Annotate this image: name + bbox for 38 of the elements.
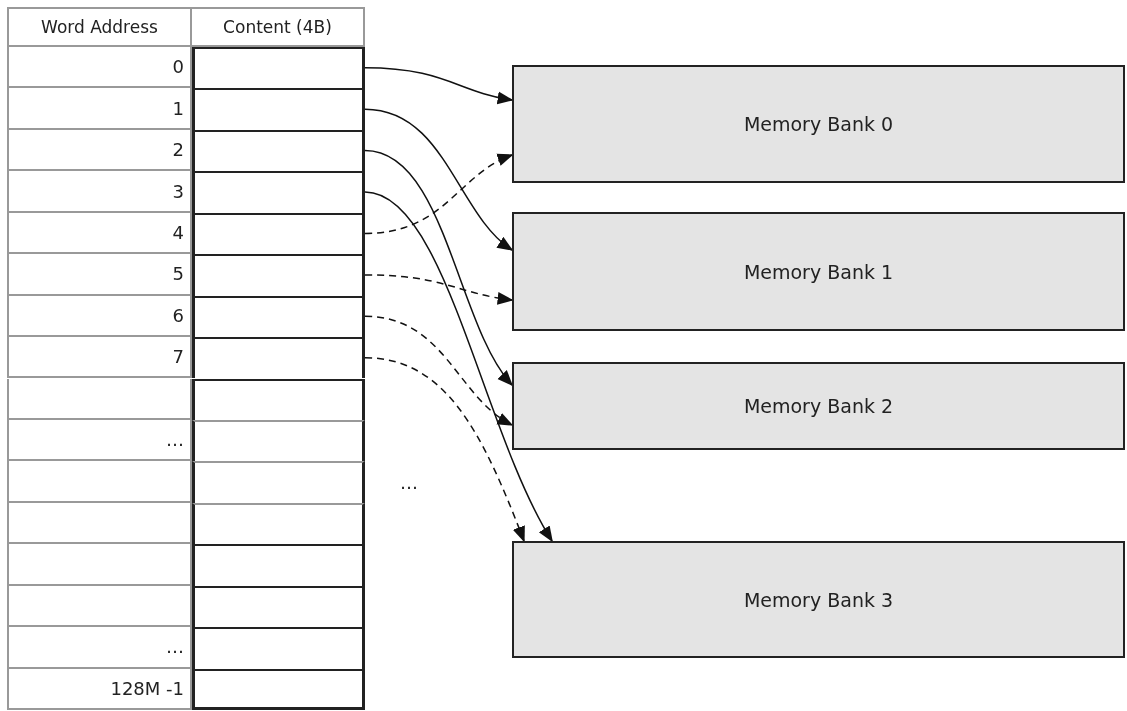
arrow <box>364 357 525 543</box>
arrow <box>364 149 513 387</box>
memory-bank-box <box>512 212 1125 331</box>
address-cell: 3 <box>7 171 192 213</box>
arrow <box>364 315 514 426</box>
bank-label: Memory Bank 3 <box>743 588 894 611</box>
address-cell: … <box>7 627 192 669</box>
arrow <box>364 108 514 251</box>
memory-word-cell <box>192 171 365 213</box>
arrow <box>364 274 514 305</box>
address-cell: 7 <box>7 337 192 379</box>
memory-word-cell <box>192 129 365 172</box>
bank-label: Memory Bank 2 <box>743 395 894 417</box>
memory-word-cell <box>192 212 365 255</box>
memory-word-cell <box>192 88 365 130</box>
arrow <box>364 154 514 235</box>
address-cell: … <box>7 419 192 462</box>
column-header: Word Address <box>7 7 192 47</box>
address-cell: 2 <box>7 129 192 172</box>
address-cell: 6 <box>7 295 192 338</box>
address-cell: 5 <box>7 254 192 296</box>
memory-bank-box <box>512 541 1125 658</box>
memory-bank-box <box>512 362 1125 450</box>
memory-word-cell <box>192 337 365 379</box>
column-header: Content (4B) <box>192 7 365 47</box>
memory-word-cell <box>192 47 365 89</box>
memory-bank-box <box>512 65 1125 183</box>
arrow <box>364 191 553 543</box>
address-cell: 0 <box>7 47 192 89</box>
address-cell: 4 <box>7 212 192 255</box>
memory-word-cell <box>192 254 365 296</box>
arrow <box>364 66 514 104</box>
address-cell: 128M -1 <box>7 668 192 710</box>
bank-label: Memory Bank 0 <box>743 113 894 135</box>
bank-label: Memory Bank 1 <box>743 260 894 283</box>
memory-word-cell <box>192 295 365 338</box>
ellipsis-label: … <box>400 472 418 493</box>
address-cell: 1 <box>7 88 192 130</box>
